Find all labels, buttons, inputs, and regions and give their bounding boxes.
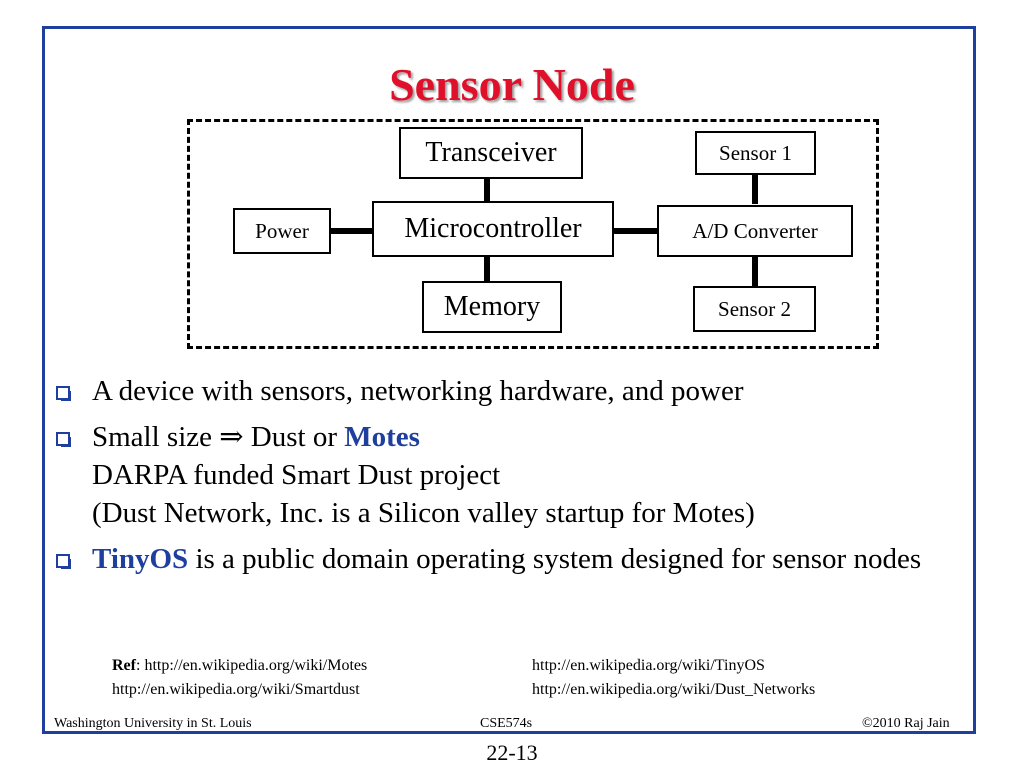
bullet-square-icon: [56, 432, 71, 447]
microcontroller-block: Microcontroller: [372, 201, 614, 257]
ref-link-smartdust[interactable]: http://en.wikipedia.org/wiki/Smartdust: [112, 681, 360, 698]
connector-microcontroller-adconverter: [613, 228, 658, 234]
tinyos-highlight: TinyOS: [92, 543, 189, 575]
bullet-square-icon: [56, 386, 71, 401]
sensor2-block: Sensor 2: [693, 286, 816, 332]
footer-course: CSE574s: [480, 716, 533, 731]
connector-power-microcontroller: [330, 228, 373, 234]
bullet-item: Small size ⇒ Dust or Motes DARPA funded …: [52, 418, 952, 532]
footer-copyright: ©2010 Raj Jain: [862, 716, 950, 731]
slide-title: Sensor Node: [389, 59, 635, 110]
ref-label: Ref: [112, 657, 136, 674]
ref-link-motes[interactable]: http://en.wikipedia.org/wiki/Motes: [144, 657, 368, 674]
bullet-square-icon: [56, 554, 71, 569]
ref-link-tinyos[interactable]: http://en.wikipedia.org/wiki/TinyOS: [532, 657, 765, 674]
bullet-item: A device with sensors, networking hardwa…: [52, 372, 952, 410]
sensor-node-boundary: [187, 119, 879, 349]
power-block: Power: [233, 208, 331, 254]
connector-adconverter-sensor2: [752, 256, 758, 286]
bullet-text: is a public domain operating system desi…: [188, 543, 922, 575]
connector-transceiver-microcontroller: [484, 177, 490, 202]
transceiver-block: Transceiver: [399, 127, 583, 179]
adconverter-block: A/D Converter: [657, 205, 853, 257]
memory-block: Memory: [422, 281, 562, 333]
bullet-text-line: DARPA funded Smart Dust project: [92, 459, 501, 491]
footer-institution: Washington University in St. Louis: [54, 716, 252, 731]
bullet-text: A device with sensors, networking hardwa…: [92, 375, 744, 407]
connector-microcontroller-memory: [484, 256, 490, 283]
bullet-text: Small size ⇒ Dust or: [92, 421, 345, 453]
connector-sensor1-adconverter: [752, 174, 758, 204]
ref-link-dust-networks[interactable]: http://en.wikipedia.org/wiki/Dust_Networ…: [532, 681, 816, 698]
page-number: 22-13: [486, 740, 538, 765]
sensor1-block: Sensor 1: [695, 131, 816, 175]
motes-highlight: Motes: [344, 421, 420, 453]
bullet-text-line: (Dust Network, Inc. is a Silicon valley …: [92, 497, 755, 529]
slide-frame: [42, 26, 976, 734]
ref-line-1: Ref: http://en.wikipedia.org/wiki/Motes: [112, 656, 367, 676]
bullet-list: A device with sensors, networking hardwa…: [52, 372, 952, 586]
bullet-item: TinyOS is a public domain operating syst…: [52, 540, 952, 578]
ref-colon: :: [135, 657, 145, 674]
